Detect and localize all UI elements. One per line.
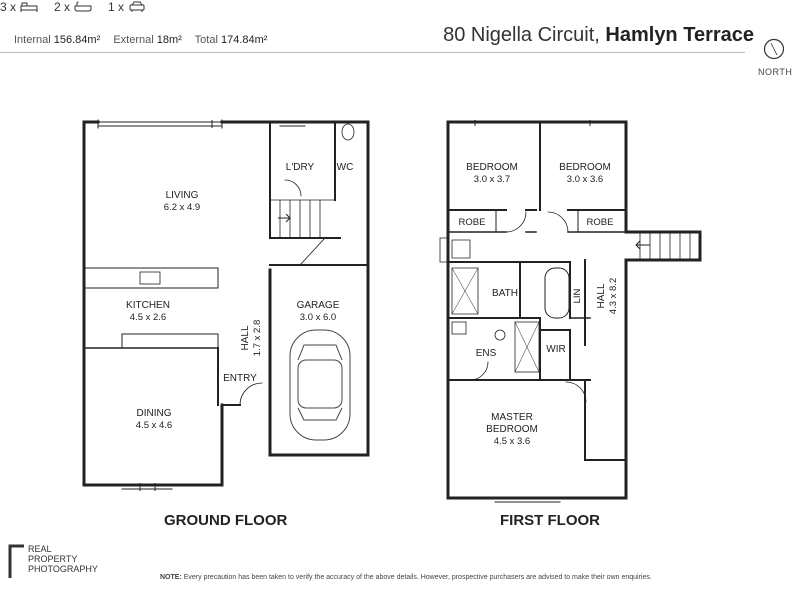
feature-counts: 3 x 2 x 1 x [0, 0, 800, 14]
area-summary: Internal 156.84m² External 18m² Total 17… [14, 34, 277, 46]
total-value: 174.84m² [220, 34, 268, 46]
room-label-robe-2: ROBE [587, 217, 614, 228]
bathroom-count: 2 x [54, 0, 92, 14]
north-compass: NORTH [758, 38, 793, 77]
header-divider [0, 52, 745, 53]
room-label-laundry: L'DRY [286, 162, 315, 173]
note-label: NOTE: [160, 574, 182, 581]
car-icon [129, 1, 145, 12]
room-dims-hall-ground: 1.7 x 2.8 [252, 320, 263, 356]
room-label-wc: WC [337, 162, 354, 173]
logo-text-line-1: REAL [28, 544, 52, 554]
logo-mark-icon [8, 544, 24, 578]
bath-icon [74, 1, 92, 12]
room-dims-garage: 3.0 x 6.0 [300, 312, 336, 323]
car-count-value: 1 x [108, 0, 125, 14]
room-label-bedroom-1: BEDROOM [466, 162, 518, 173]
room-label-bath: BATH [492, 288, 518, 299]
total-label: Total [194, 34, 218, 46]
room-label-entry: ENTRY [223, 373, 257, 384]
internal-value: 156.84m² [53, 34, 101, 46]
property-address: 80 Nigella Circuit, Hamlyn Terrace [443, 24, 754, 47]
room-dims-bedroom-1: 3.0 x 3.7 [474, 174, 510, 185]
external-value: 18m² [156, 34, 182, 46]
room-dims-kitchen: 4.5 x 2.6 [130, 312, 166, 323]
ground-floor-title: GROUND FLOOR [164, 512, 288, 529]
bathroom-count-value: 2 x [54, 0, 71, 14]
room-dims-bedroom-2: 3.0 x 3.6 [567, 174, 603, 185]
disclaimer-note: NOTE: Every precaution has been taken to… [160, 574, 652, 581]
room-label-master: MASTER [491, 412, 533, 423]
north-label: NORTH [758, 67, 793, 77]
room-dims-dining: 4.5 x 4.6 [136, 420, 172, 431]
car-illustration [289, 329, 351, 441]
room-label-dining: DINING [137, 408, 172, 419]
room-label-hall-first: HALL [596, 283, 607, 308]
note-text: Every precaution has been taken to verif… [183, 574, 652, 581]
room-label-hall-ground: HALL [240, 325, 251, 350]
logo-text-line-2: PROPERTY [28, 554, 78, 564]
compass-icon [763, 38, 785, 60]
first-floor-title: FIRST FLOOR [500, 512, 600, 529]
address-street: 80 Nigella Circuit, [443, 24, 600, 46]
bedroom-count: 3 x [0, 0, 38, 14]
room-label-linen: LIN [572, 288, 583, 303]
logo-text: REAL PROPERTY PHOTOGRAPHY [28, 544, 118, 574]
room-label-garage: GARAGE [297, 300, 340, 311]
room-dims-hall-first: 4.3 x 8.2 [608, 278, 619, 314]
bedroom-count-value: 3 x [0, 0, 17, 14]
external-label: External [113, 34, 154, 46]
room-label-wir: WIR [546, 344, 565, 355]
room-label-bedroom-2: BEDROOM [559, 162, 611, 173]
room-label-living: LIVING [166, 190, 199, 201]
logo-text-line-3: PHOTOGRAPHY [28, 564, 98, 574]
room-label-kitchen: KITCHEN [126, 300, 170, 311]
room-dims-master-bedroom: 4.5 x 3.6 [494, 436, 530, 447]
internal-label: Internal [14, 34, 51, 46]
car-count: 1 x [108, 0, 146, 14]
address-suburb: Hamlyn Terrace [605, 24, 754, 46]
room-dims-living: 6.2 x 4.9 [164, 202, 200, 213]
room-label-robe-1: ROBE [459, 217, 486, 228]
bed-icon [20, 2, 38, 12]
room-label-ensuite: ENS [476, 348, 497, 359]
room-label-master-bedroom: BEDROOM [486, 424, 538, 435]
